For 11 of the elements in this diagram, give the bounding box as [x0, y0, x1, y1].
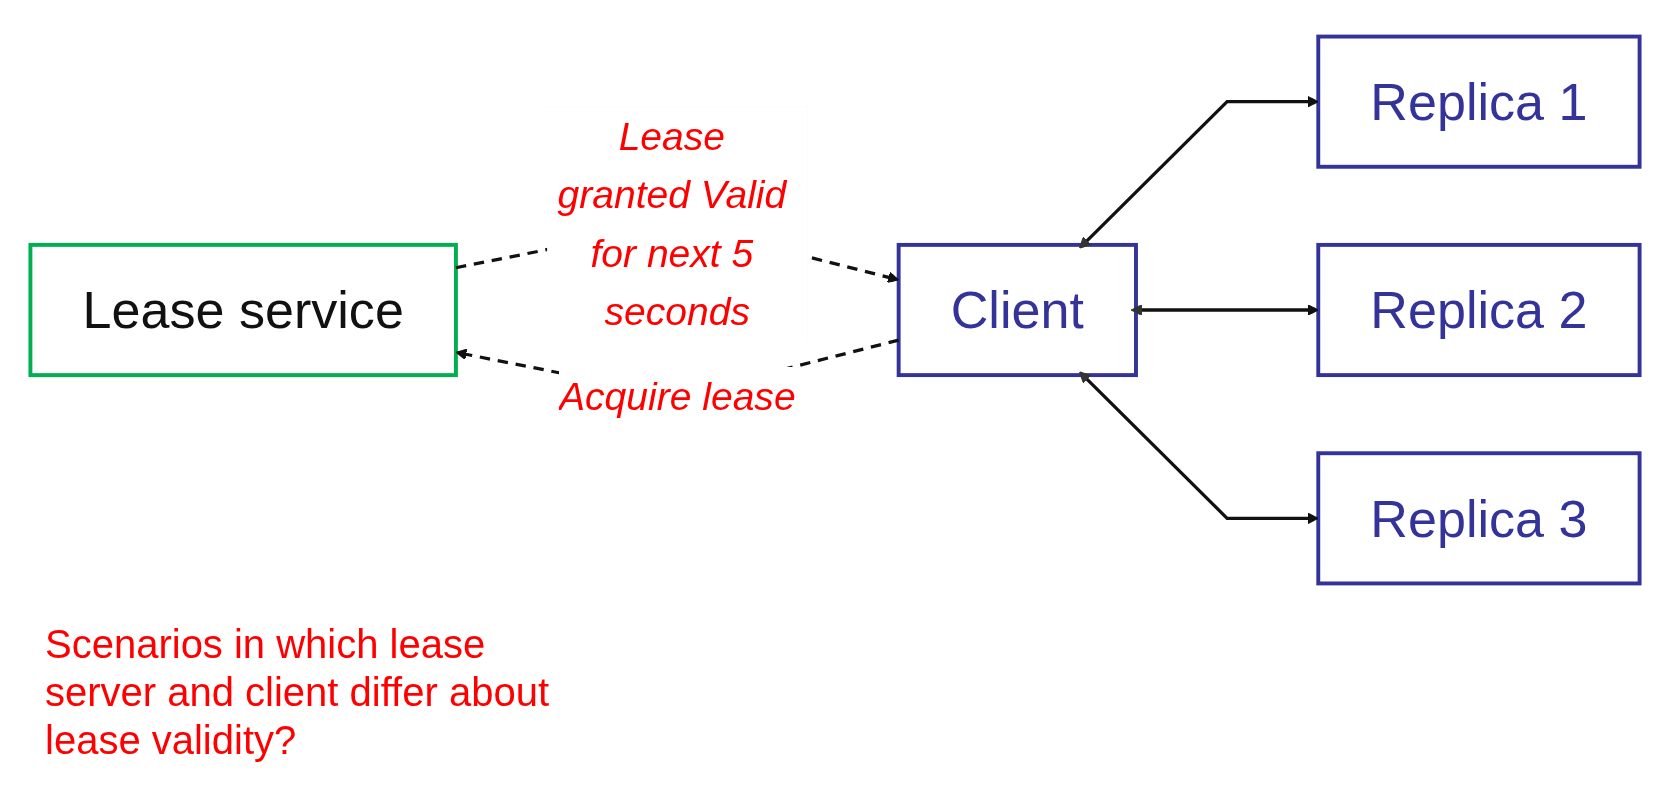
edge-label: Acquire lease	[558, 374, 796, 418]
arrow	[1130, 304, 1319, 316]
node-box: Replica 2	[1316, 242, 1642, 378]
node-box: Lease service	[28, 242, 458, 378]
edge-label: Lease granted Valid for next 5 seconds	[557, 114, 787, 334]
node-box: Replica 3	[1316, 451, 1642, 586]
arrow	[1079, 371, 1319, 525]
node-box: Replica 1	[1316, 34, 1642, 169]
note-text: Scenarios in which lease server and client differ about lease validity?	[45, 621, 550, 764]
node-box: Client	[896, 242, 1138, 378]
arrow	[1079, 95, 1319, 249]
